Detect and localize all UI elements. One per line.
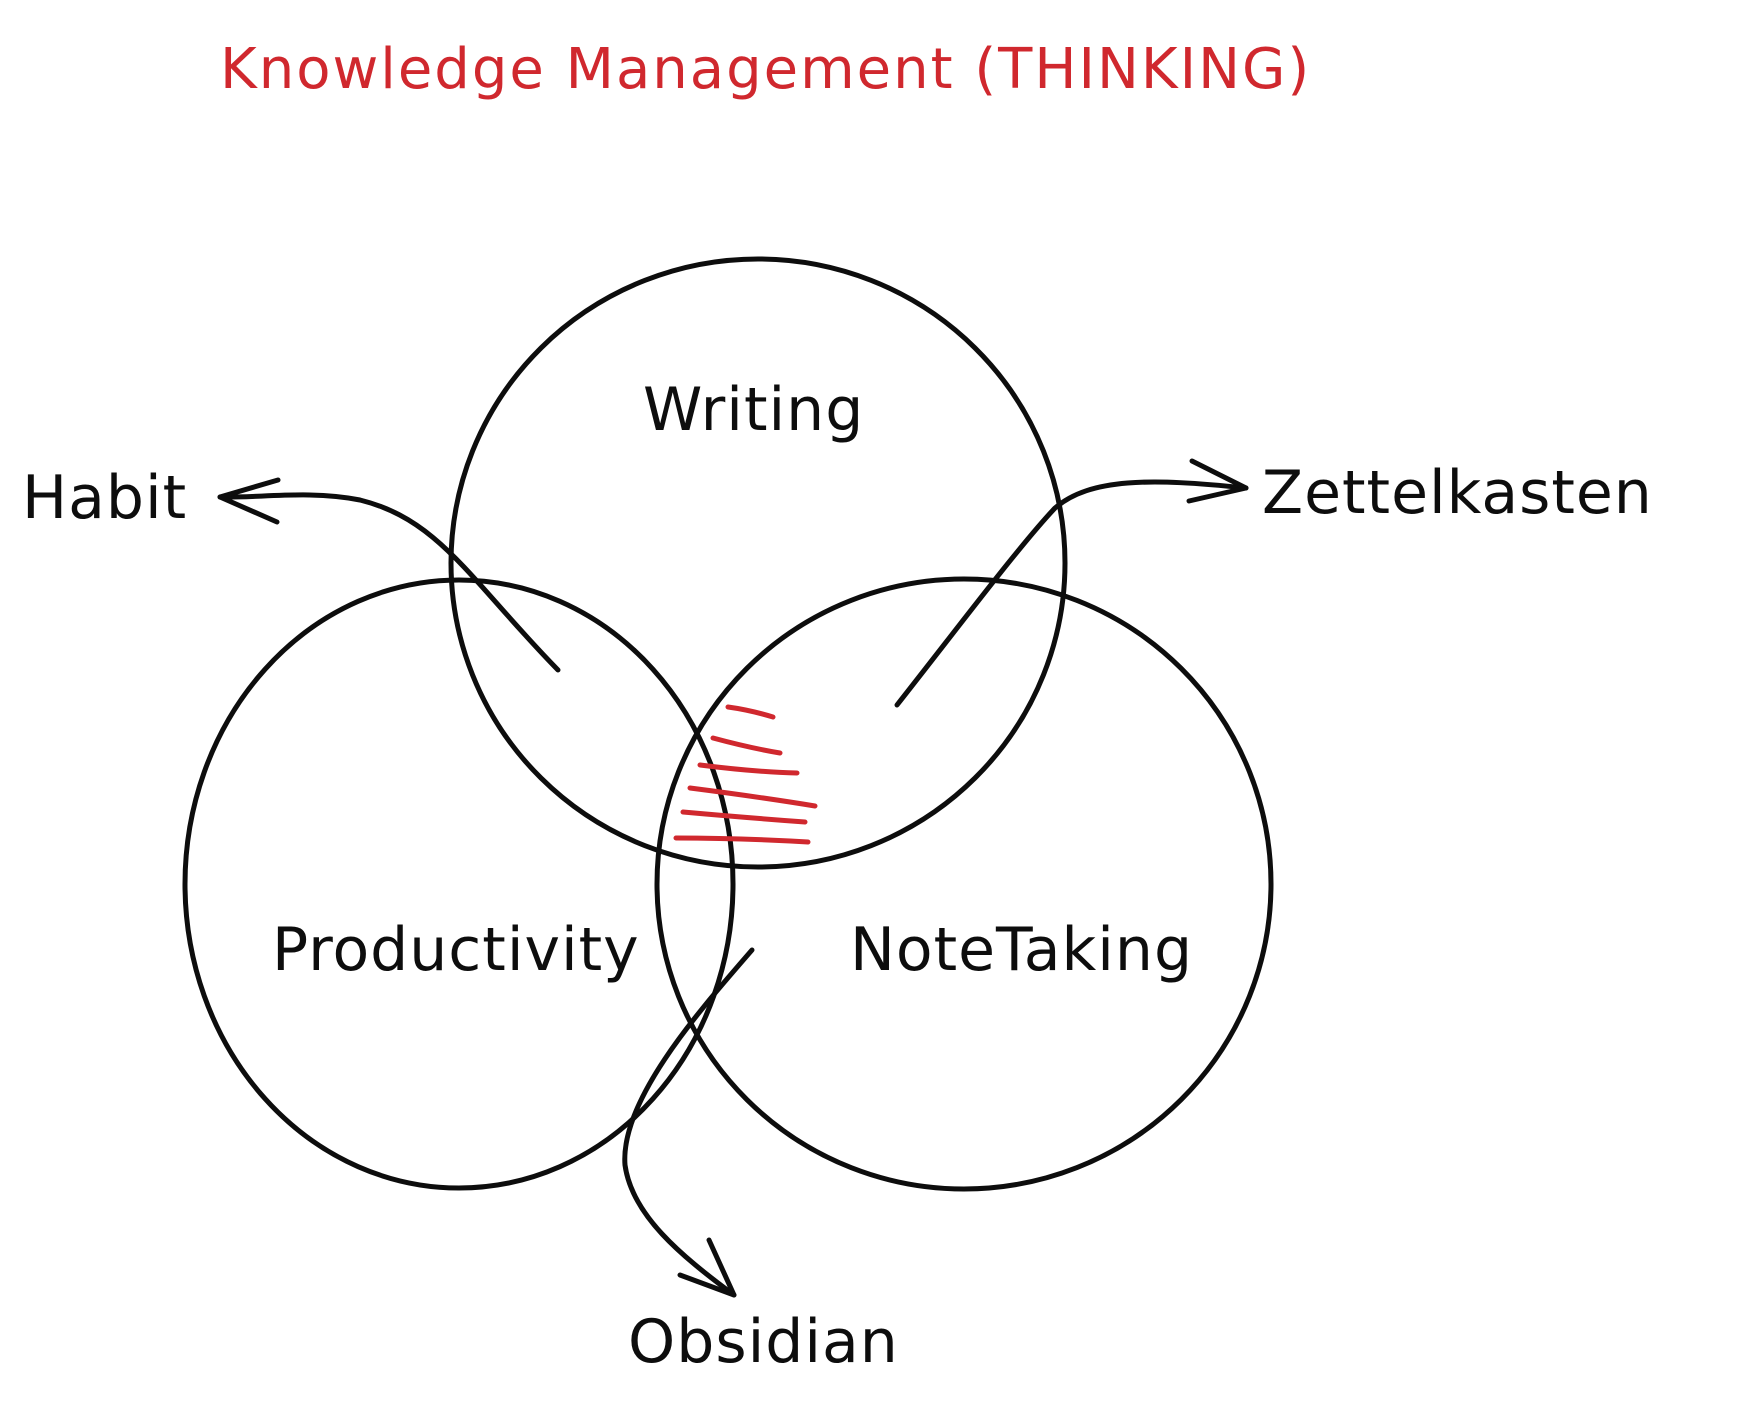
notetaking-circle: [654, 576, 1274, 1192]
notetaking-label: NoteTaking: [850, 915, 1193, 985]
productivity-label: Productivity: [272, 915, 640, 985]
obsidian-label: Obsidian: [628, 1307, 899, 1377]
writing-label: Writing: [643, 375, 864, 445]
obsidian-arrow: [622, 947, 755, 1298]
zettelkasten-label: Zettelkasten: [1262, 458, 1653, 528]
habit-label: Habit: [22, 463, 187, 533]
productivity-circle: [182, 577, 736, 1191]
zettelkasten-arrow: [894, 458, 1249, 708]
diagram-title: Knowledge Management (THINKING): [220, 37, 1311, 102]
writing-circle: [448, 256, 1068, 870]
habit-arrow: [217, 477, 561, 673]
intersection-highlight: [673, 704, 818, 845]
